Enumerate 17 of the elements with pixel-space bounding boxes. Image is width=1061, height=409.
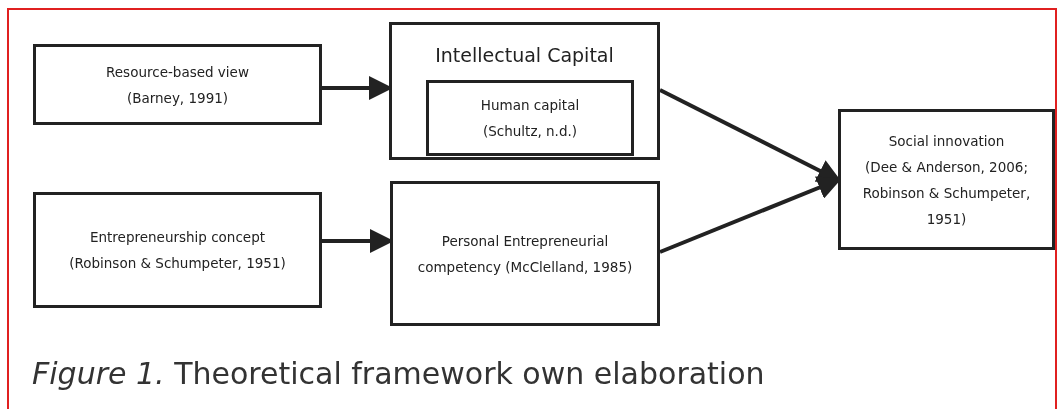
concept-box [426,80,634,156]
box-heading: Human capital [480,96,580,115]
concept-box [389,22,660,160]
box-citation: (Schultz, n.d.) [482,122,578,141]
box-citation: (Robinson & Schumpeter, 1951) [69,254,286,273]
box-citation: (Dee & Anderson, 2006; Robinson & Schumpeter, 1951) [861,157,1032,229]
box-citation: (Barney, 1991) [126,88,229,108]
concept-box [33,44,322,125]
box-heading: Entrepreneurship concept [89,228,266,247]
box-heading: Resource-based view [106,62,249,82]
concept-box [390,181,660,326]
box-heading: Personal Entrepreneurial competency (McClelland, 1985) [416,231,634,277]
concept-box [33,192,322,308]
box-title: Intellectual Capital [435,43,614,67]
figure-caption: Figure 1. Theoretical framework own elaboration [32,356,765,391]
concept-box [838,109,1055,250]
box-heading: Social innovation [888,131,1005,151]
